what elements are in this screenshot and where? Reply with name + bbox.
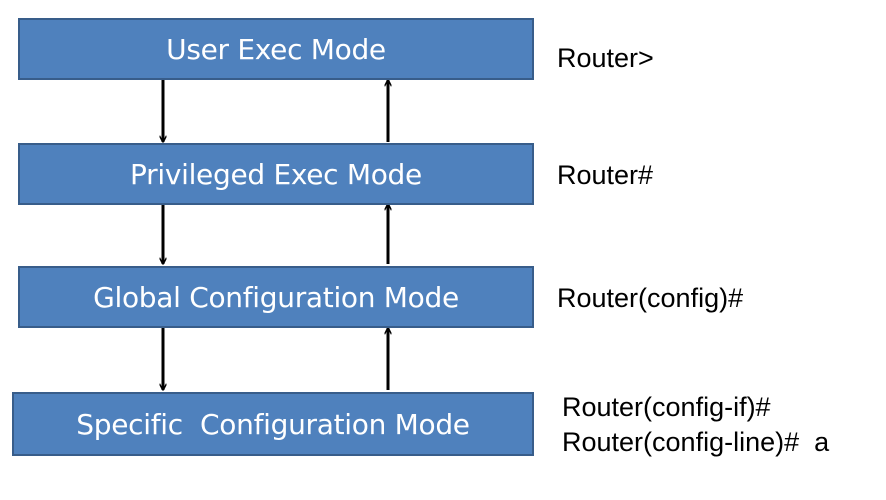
prompt-user-exec: Router> <box>557 43 654 73</box>
mode-label-privileged-exec: Privileged Exec Mode <box>130 157 422 191</box>
mode-box-user-exec: User Exec Mode <box>18 18 534 80</box>
mode-box-global-config: Global Configuration Mode <box>18 266 534 328</box>
prompt-config-line: Router(config-line)# a <box>562 427 830 457</box>
mode-box-specific-config: Specific Configuration Mode <box>12 392 534 456</box>
prompt-global-config: Router(config)# <box>557 283 744 313</box>
mode-label-global-config: Global Configuration Mode <box>93 280 459 314</box>
mode-label-user-exec: User Exec Mode <box>166 32 386 66</box>
prompt-config-if: Router(config-if)# <box>562 392 771 422</box>
mode-label-specific-config: Specific Configuration Mode <box>76 407 470 441</box>
mode-box-privileged-exec: Privileged Exec Mode <box>18 143 534 205</box>
prompt-privileged-exec: Router# <box>557 160 654 190</box>
